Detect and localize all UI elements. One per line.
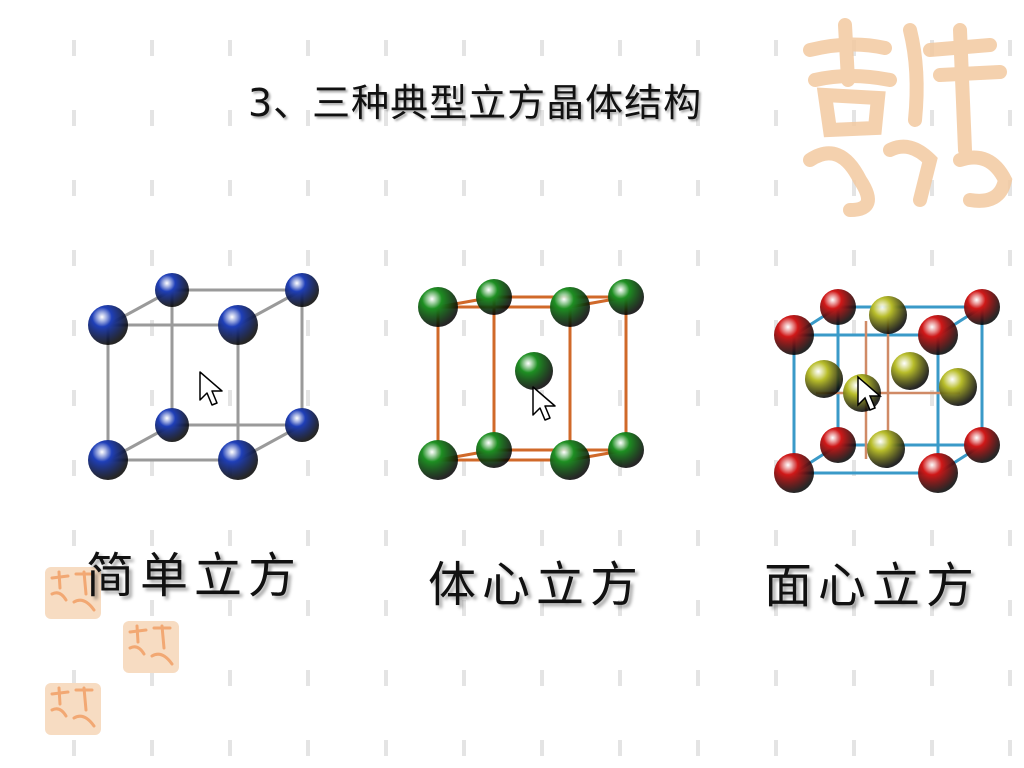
body-center-atom-sphere (515, 352, 553, 390)
atom-sphere (285, 273, 319, 307)
face-atom-sphere (869, 296, 907, 334)
slide-title: 3、三种典型立方晶体结构 (248, 81, 703, 125)
face-centered-cubic-caption: 面心立方 (764, 558, 981, 614)
corner-atom-sphere (964, 427, 1000, 463)
corner-atom-sphere (918, 453, 958, 493)
atom-sphere (608, 279, 644, 315)
face-atom-sphere (891, 352, 929, 390)
atom-sphere (550, 287, 590, 327)
mouse-pointer-icon (199, 371, 223, 406)
calligraphy-watermark-icon (803, 18, 1013, 217)
body-centered-cubic-caption: 体心立方 (428, 557, 645, 613)
corner-atom-sphere (820, 289, 856, 325)
atom-sphere (418, 440, 458, 480)
face-atom-sphere (805, 360, 843, 398)
face-atom-sphere (939, 368, 977, 406)
body-centered-cubic-structure (418, 279, 644, 480)
face-atom-sphere (867, 430, 905, 468)
atom-sphere (155, 408, 189, 442)
simple-cubic-structure (88, 273, 319, 480)
atom-sphere (418, 287, 458, 327)
atom-sphere (608, 432, 644, 468)
corner-atom-sphere (774, 315, 814, 355)
atom-sphere (88, 440, 128, 480)
atom-sphere (218, 440, 258, 480)
atom-sphere (550, 440, 590, 480)
corner-atom-sphere (918, 315, 958, 355)
mouse-pointer-icon (857, 375, 883, 411)
face-centered-cubic-structure (774, 289, 1000, 493)
corner-atom-sphere (774, 453, 814, 493)
atom-sphere (155, 273, 189, 307)
corner-atom-sphere (820, 427, 856, 463)
atom-sphere (476, 432, 512, 468)
atom-sphere (218, 305, 258, 345)
atom-sphere (476, 279, 512, 315)
corner-atom-sphere (964, 289, 1000, 325)
seal-stamp-icon (45, 567, 101, 619)
atom-sphere (88, 305, 128, 345)
simple-cubic-caption: 简单立方 (86, 548, 303, 604)
atom-sphere (285, 408, 319, 442)
mouse-pointer-icon (532, 386, 556, 421)
seal-stamp-icon (45, 683, 101, 735)
seal-stamp-icon (123, 621, 179, 673)
